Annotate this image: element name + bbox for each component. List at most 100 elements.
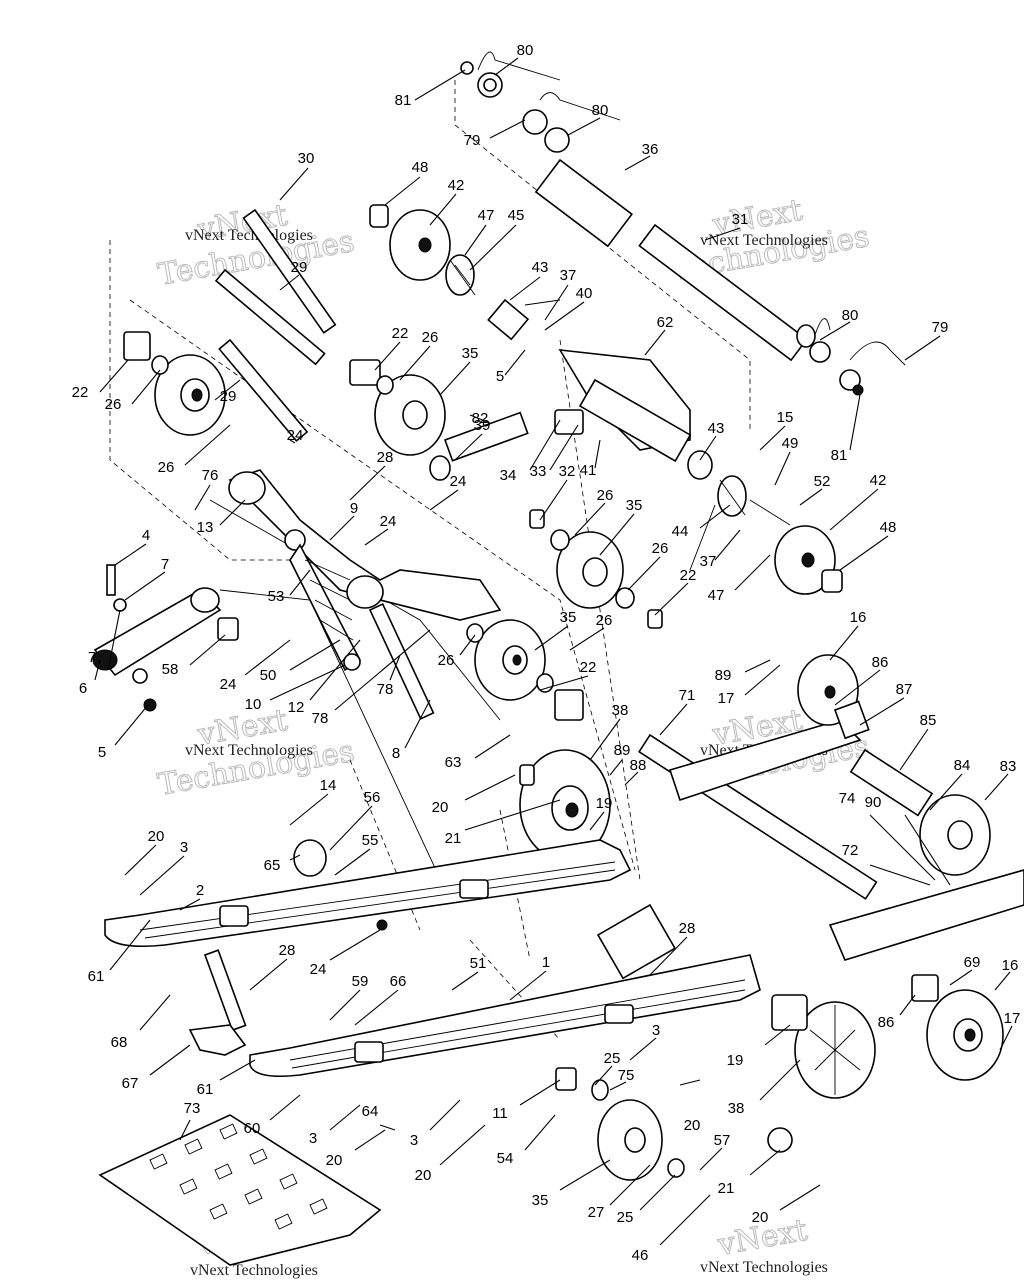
- callout-9: 9: [329, 500, 358, 541]
- callout-50: 50: [260, 639, 341, 684]
- leader-line: [899, 728, 929, 771]
- callout-number: 26: [438, 652, 455, 669]
- callout-24: 24: [310, 929, 381, 978]
- callout-number: 48: [412, 159, 429, 176]
- leader-line: [999, 1025, 1013, 1051]
- callout-36: 36: [624, 141, 658, 171]
- leader-line: [539, 675, 589, 691]
- callout-number: 16: [850, 609, 867, 626]
- leader-line: [249, 958, 288, 991]
- callout-number: 14: [320, 777, 337, 794]
- callout-79: 79: [904, 319, 948, 361]
- leader-line: [399, 345, 431, 381]
- leader-line: [904, 814, 951, 886]
- callout-86: 86: [878, 994, 916, 1031]
- callout-20: 20: [679, 1079, 701, 1134]
- callout-number: 66: [390, 973, 407, 990]
- callout-number: 47: [708, 587, 725, 604]
- leader-line: [329, 805, 373, 851]
- leader-line: [289, 854, 301, 861]
- callout-81: 81: [831, 394, 861, 464]
- callout-number: 81: [831, 447, 848, 464]
- svg-text:vNext Technologies: vNext Technologies: [190, 1262, 318, 1279]
- callout-number: 28: [679, 920, 696, 937]
- leader-line: [389, 654, 401, 681]
- leader-line: [839, 535, 889, 571]
- callout-number: 86: [872, 654, 889, 671]
- leader-line: [114, 704, 149, 746]
- callout-35: 35: [534, 609, 576, 651]
- leader-line: [594, 1065, 613, 1086]
- callout-7: 7: [88, 609, 121, 671]
- leader-line: [404, 699, 431, 749]
- callout-number: 76: [202, 467, 219, 484]
- callout-number: 78: [377, 681, 394, 698]
- leader-line: [289, 439, 296, 444]
- callout-number: 25: [604, 1050, 621, 1067]
- callout-42: 42: [429, 177, 464, 226]
- callout-49: 49: [774, 435, 798, 486]
- leader-line: [269, 664, 346, 701]
- callout-26: 26: [574, 487, 613, 536]
- right-springs-80-79: [809, 318, 906, 396]
- callout-35: 35: [532, 1159, 611, 1209]
- callout-number: 20: [752, 1209, 769, 1226]
- callout-number: 43: [532, 259, 549, 276]
- callout-26: 26: [438, 634, 476, 669]
- callout-31: 31: [704, 211, 748, 241]
- callout-number: 4: [142, 527, 150, 544]
- callout-number: 28: [279, 942, 296, 959]
- callout-80: 80: [819, 307, 858, 341]
- callout-90: 90: [865, 794, 951, 886]
- callout-number: 12: [288, 699, 305, 716]
- callout-26: 26: [399, 329, 438, 381]
- callout-number: 38: [612, 702, 629, 719]
- callout-number: 10: [245, 696, 262, 713]
- callout-number: 5: [98, 744, 106, 761]
- callout-4: 4: [114, 527, 150, 566]
- callout-number: 89: [715, 667, 732, 684]
- callout-number: 65: [264, 857, 281, 874]
- leader-line: [329, 515, 355, 541]
- callout-number: 17: [718, 690, 735, 707]
- callout-number: 50: [260, 667, 277, 684]
- leader-line: [829, 488, 879, 531]
- callout-number: 63: [445, 754, 462, 771]
- lower-wheels-38-35: [555, 994, 876, 1181]
- callout-19: 19: [589, 795, 613, 831]
- leader-line: [679, 1079, 701, 1086]
- callout-number: 3: [410, 1132, 418, 1149]
- callout-89: 89: [715, 659, 771, 684]
- callout-60: 60: [244, 1094, 301, 1137]
- callout-38: 38: [589, 702, 629, 761]
- callout-51: 51: [451, 955, 486, 991]
- callout-number: 5: [496, 368, 504, 385]
- idler-wheel-35-lower: [368, 603, 584, 721]
- callout-number: 22: [580, 659, 597, 676]
- callout-16: 16: [829, 609, 867, 661]
- callout-68: 68: [111, 994, 171, 1051]
- callout-number: 19: [596, 795, 613, 812]
- callout-86: 86: [834, 654, 889, 706]
- callout-number: 59: [352, 973, 369, 990]
- callout-24: 24: [364, 513, 396, 546]
- callout-number: 30: [298, 150, 315, 167]
- callout-40: 40: [544, 285, 592, 331]
- rear-suspension-arm: [228, 469, 502, 672]
- shaft-85-wheel-84: [849, 748, 991, 876]
- idler-wheel-35-center: [529, 509, 663, 629]
- callout-number: 22: [392, 325, 409, 342]
- callout-number: 29: [291, 259, 308, 276]
- callout-number: 24: [220, 676, 237, 693]
- callout-number: 87: [896, 681, 913, 698]
- callout-26: 26: [105, 369, 161, 413]
- callout-number: 35: [462, 345, 479, 362]
- leader-line: [639, 1174, 676, 1211]
- callout-84: 84: [929, 757, 970, 811]
- callout-number: 20: [326, 1152, 343, 1169]
- leader-line: [744, 659, 771, 673]
- callout-13: 13: [197, 499, 246, 536]
- callout-65: 65: [264, 854, 301, 874]
- leader-line: [609, 759, 623, 776]
- leader-line: [569, 627, 605, 651]
